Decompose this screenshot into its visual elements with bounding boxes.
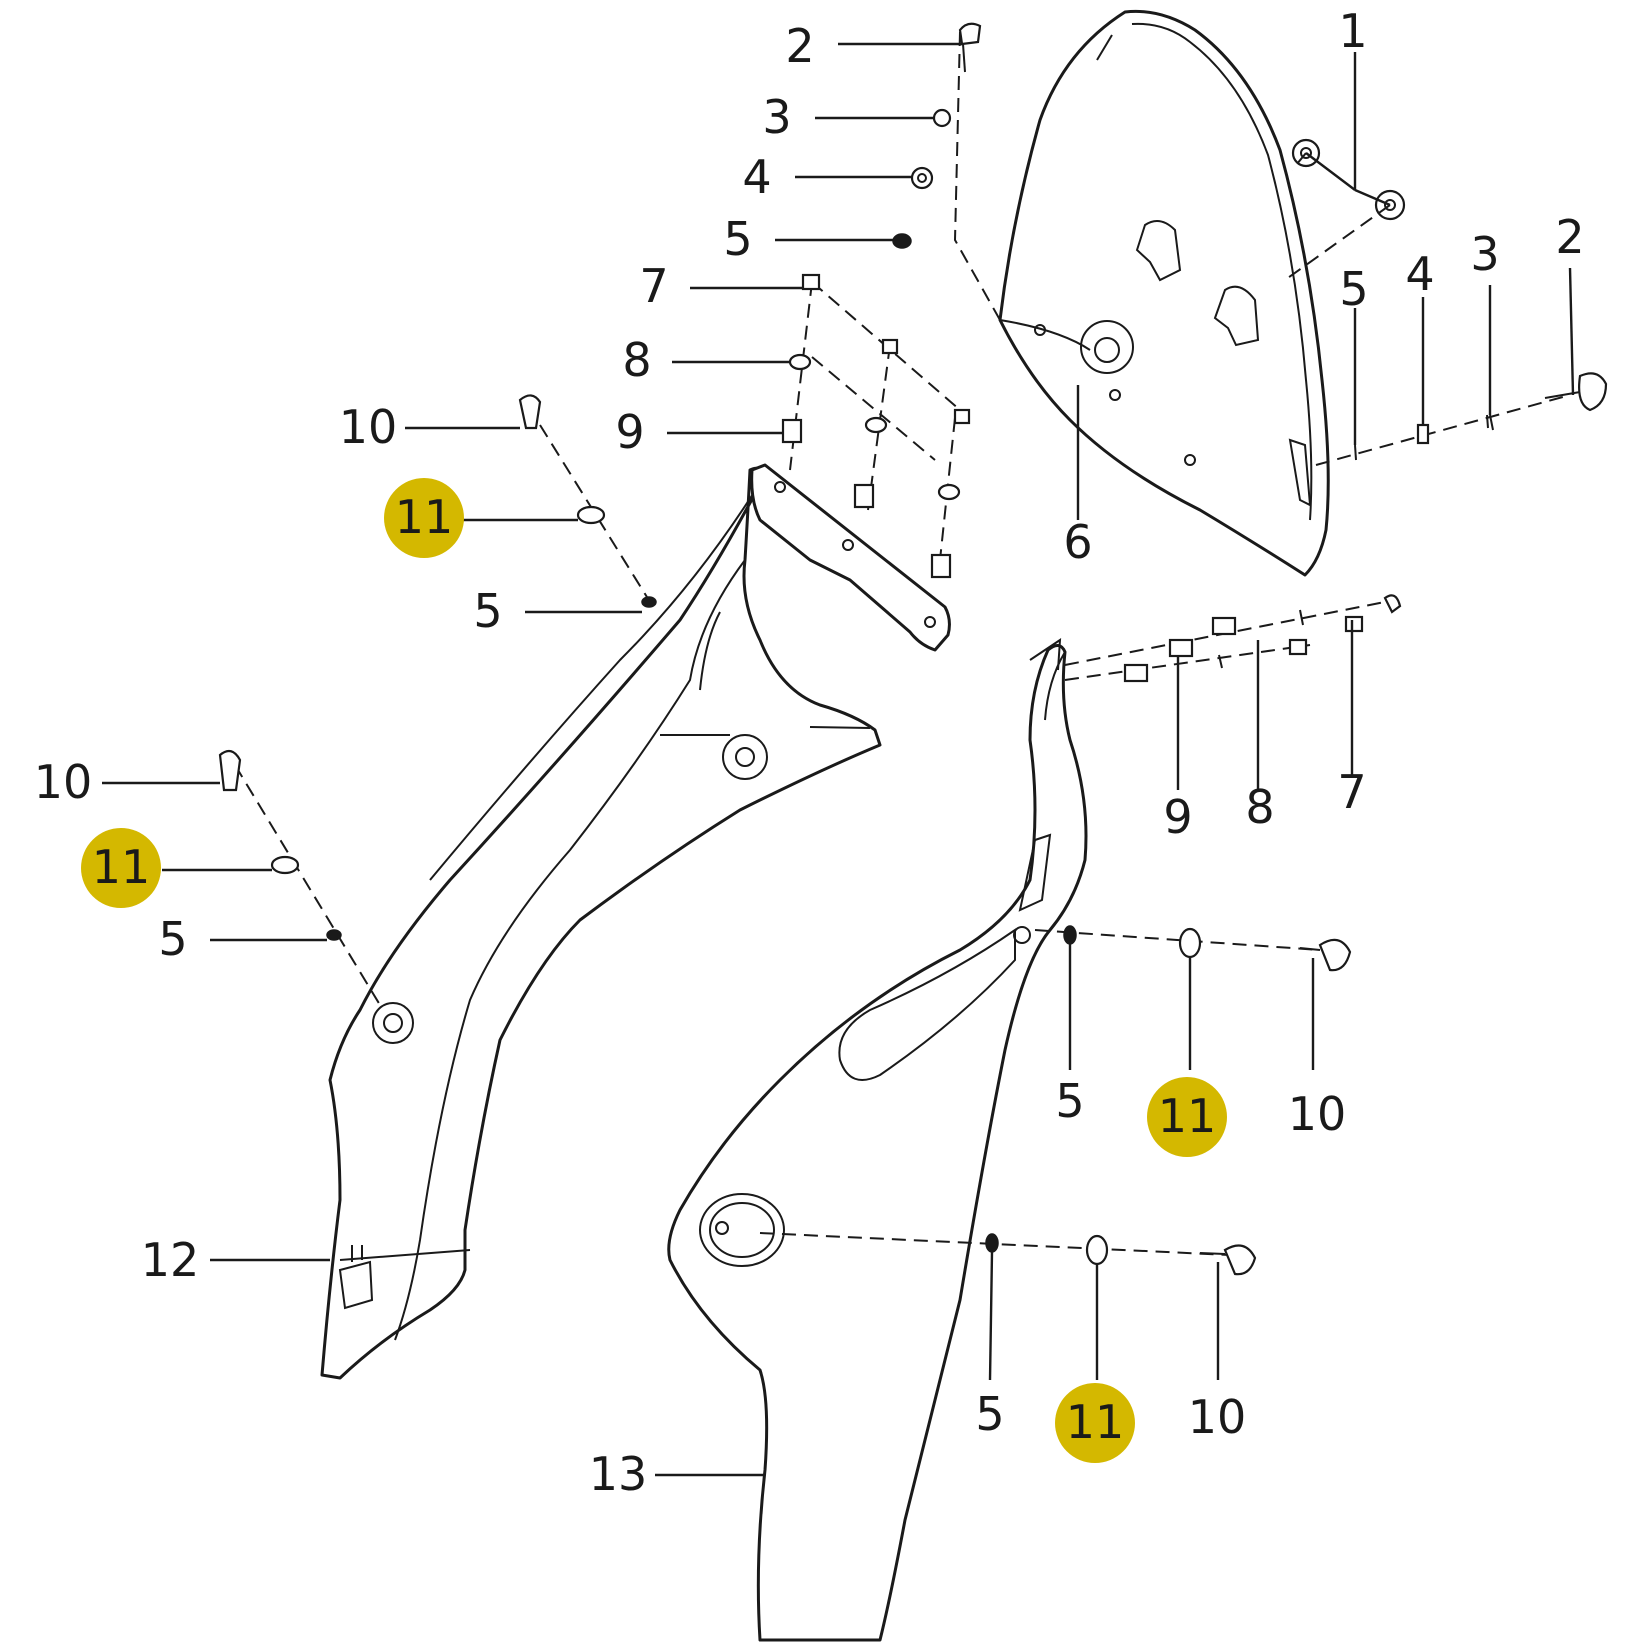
callout-5-lower-right: 5 (975, 1387, 1004, 1441)
hardware-right-stack (1354, 372, 1608, 461)
highlight-11c (1147, 1077, 1227, 1157)
callout-3-right: 3 (1470, 227, 1499, 281)
callout-4-top: 4 (742, 150, 771, 204)
callout-11-lower-right: 11 (1066, 1395, 1125, 1449)
callout-9-left: 9 (615, 405, 644, 459)
callout-11-upper-left: 11 (395, 490, 454, 544)
callout-13: 13 (589, 1447, 648, 1501)
callout-5-top: 5 (723, 212, 752, 266)
callout-9-right: 9 (1163, 790, 1192, 844)
callout-5-lower-left: 5 (158, 912, 187, 966)
callout-highlights (81, 478, 1227, 1463)
highlight-11d (1055, 1383, 1135, 1463)
callout-5-mid-right: 5 (1055, 1074, 1084, 1128)
callout-7-left: 7 (639, 259, 668, 313)
callout-2-top: 2 (785, 19, 814, 73)
callout-10-lower-right: 10 (1188, 1390, 1247, 1444)
part-1-leaders (1305, 52, 1391, 207)
upper-bracket (750, 463, 951, 652)
highlight-11b (81, 828, 161, 908)
hardware-left-cluster (781, 273, 971, 579)
callout-12: 12 (141, 1233, 200, 1287)
callout-1: 1 (1338, 4, 1367, 58)
callout-4-right: 4 (1405, 247, 1434, 301)
callout-10-lower-left: 10 (34, 755, 93, 809)
callout-11-mid-right: 11 (1158, 1089, 1217, 1143)
callout-6: 6 (1063, 515, 1092, 569)
callout-10-mid-right: 10 (1288, 1087, 1347, 1141)
callout-3-top: 3 (762, 90, 791, 144)
callout-8-right: 8 (1245, 780, 1274, 834)
part-6-windscreen (998, 9, 1406, 577)
callout-10-upper-left: 10 (339, 400, 398, 454)
hardware-right-cluster (1123, 594, 1402, 683)
callout-11-lower-left: 11 (92, 840, 151, 894)
callout-5-right: 5 (1339, 262, 1368, 316)
hardware-top-stack (892, 22, 982, 249)
callout-8-left: 8 (622, 333, 651, 387)
hardware-left-fasteners (218, 394, 657, 941)
callout-2-right: 2 (1555, 210, 1584, 264)
callout-7-right: 7 (1337, 765, 1366, 819)
callout-labels: 1 2 3 4 5 2 3 4 5 6 7 8 9 10 11 5 10 11 … (34, 4, 1585, 1501)
leader-lines (102, 42, 1575, 1477)
part-12-left-cowl (320, 466, 882, 1380)
highlight-11a (384, 478, 464, 558)
callout-5-upper-left: 5 (473, 584, 502, 638)
part-13-right-cowl (667, 638, 1088, 1642)
